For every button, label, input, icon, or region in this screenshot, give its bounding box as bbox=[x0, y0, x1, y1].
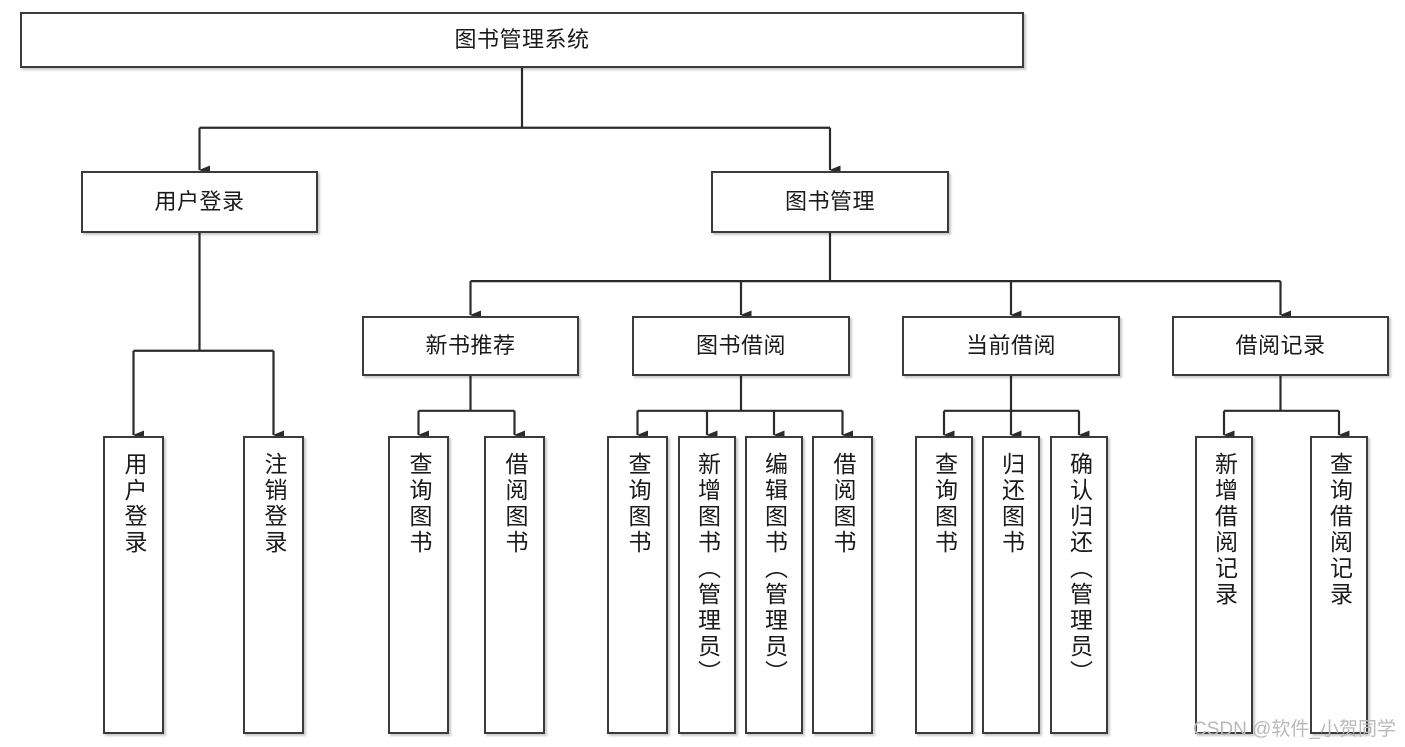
node-label: 借阅记录 bbox=[1235, 333, 1326, 359]
node-label: 新书推荐 bbox=[425, 333, 516, 359]
node-leaf-query-book-2[interactable]: 查询图书 bbox=[607, 436, 668, 734]
node-new-book-rec[interactable]: 新书推荐 bbox=[362, 316, 579, 376]
node-label: 新增图书（管理员） bbox=[694, 452, 721, 686]
node-leaf-borrow-book-1[interactable]: 借阅图书 bbox=[484, 436, 545, 734]
node-leaf-borrow-book-2[interactable]: 借阅图书 bbox=[812, 436, 873, 734]
node-label: 编辑图书（管理员） bbox=[761, 452, 788, 686]
node-root[interactable]: 图书管理系统 bbox=[20, 12, 1024, 68]
node-label: 图书管理系统 bbox=[454, 27, 590, 53]
node-label: 图书管理 bbox=[784, 189, 875, 215]
node-leaf-add-book[interactable]: 新增图书（管理员） bbox=[678, 436, 736, 734]
node-leaf-query-book-3[interactable]: 查询图书 bbox=[915, 436, 973, 734]
node-label: 注销登录 bbox=[261, 452, 287, 556]
node-label: 查询图书 bbox=[406, 452, 432, 556]
node-leaf-user-login[interactable]: 用户登录 bbox=[103, 436, 164, 734]
node-label: 归还图书 bbox=[998, 452, 1025, 556]
node-leaf-logout[interactable]: 注销登录 bbox=[243, 436, 304, 734]
node-label: 查询借阅记录 bbox=[1326, 452, 1353, 608]
node-label: 当前借阅 bbox=[965, 333, 1056, 359]
node-borrow-record[interactable]: 借阅记录 bbox=[1172, 316, 1389, 376]
node-label: 借阅图书 bbox=[830, 452, 856, 556]
node-leaf-query-book-1[interactable]: 查询图书 bbox=[388, 436, 449, 734]
node-label: 图书借阅 bbox=[695, 333, 786, 359]
node-label: 用户登录 bbox=[154, 189, 245, 215]
node-book-manage[interactable]: 图书管理 bbox=[711, 171, 949, 233]
node-leaf-return-book[interactable]: 归还图书 bbox=[982, 436, 1040, 734]
node-book-borrow[interactable]: 图书借阅 bbox=[632, 316, 850, 376]
node-leaf-confirm-return[interactable]: 确认归还（管理员） bbox=[1050, 436, 1108, 734]
node-current-borrow[interactable]: 当前借阅 bbox=[902, 316, 1120, 376]
node-user-login[interactable]: 用户登录 bbox=[81, 171, 318, 233]
node-label: 查询图书 bbox=[625, 452, 651, 556]
node-leaf-add-record[interactable]: 新增借阅记录 bbox=[1195, 436, 1253, 734]
node-label: 新增借阅记录 bbox=[1211, 452, 1238, 608]
node-leaf-query-record[interactable]: 查询借阅记录 bbox=[1310, 436, 1368, 734]
node-label: 查询图书 bbox=[931, 452, 958, 556]
node-label: 确认归还（管理员） bbox=[1066, 452, 1093, 686]
node-label: 用户登录 bbox=[121, 452, 147, 556]
node-label: 借阅图书 bbox=[502, 452, 528, 556]
node-leaf-edit-book[interactable]: 编辑图书（管理员） bbox=[745, 436, 803, 734]
connector-group bbox=[132, 68, 1350, 440]
